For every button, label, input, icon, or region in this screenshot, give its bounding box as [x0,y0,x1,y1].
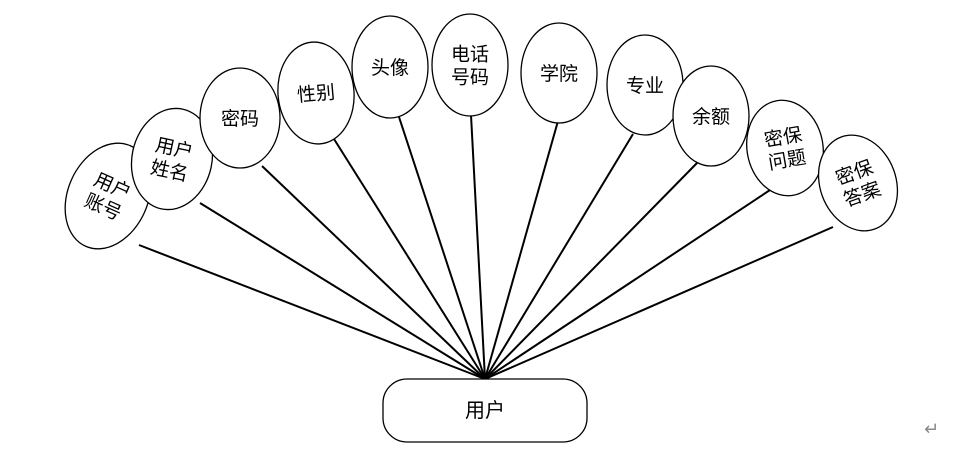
attribute-label-password-line-1: 密码 [221,108,259,130]
attribute-label-gender-line-1: 性别 [296,81,336,106]
attribute-avatar: 头像 [351,15,429,119]
connector-college [484,120,559,380]
attribute-ellipse-security-question [746,99,824,197]
connectors [138,114,834,380]
paragraph-mark-icon: ↵ [924,419,940,440]
connector-avatar [398,116,486,380]
attribute-ellipse-password [199,67,281,169]
entity-box [382,378,588,443]
connector-account [138,244,486,380]
attribute-label-phone-line-2: 号码 [451,67,489,89]
connector-security-question [484,189,771,380]
attribute-ellipse-name [130,107,214,211]
connector-gender [333,138,486,380]
entity-user: 用户 [382,378,588,443]
attribute-ellipse-account [64,142,152,250]
attribute-gender: 性别 [277,41,355,145]
connector-phone [470,114,486,380]
connector-password [261,165,486,380]
attribute-ellipse-gender [277,41,355,145]
attribute-major: 专业 [606,34,684,136]
attribute-college: 学院 [520,22,598,124]
attribute-label-balance-line-1: 余额 [692,106,730,128]
connector-major [484,133,634,380]
attribute-label-avatar-line-1: 头像 [371,57,409,79]
attribute-ellipse-college [520,22,598,124]
attribute-ellipse-avatar [351,15,429,119]
attribute-password: 密码 [199,67,281,169]
attribute-ellipse-security-answer [817,134,899,232]
attributes: 用户账号用户姓名密码性别头像电话号码学院专业余额密保问题密保答案 [64,13,899,250]
attribute-label-college-line-1: 学院 [540,63,578,85]
attribute-balance: 余额 [672,65,750,167]
connector-name [199,202,486,380]
entity-label: 用户 [465,398,505,422]
attribute-label-phone-line-1: 电话 [451,44,489,66]
attribute-ellipse-balance [672,65,750,167]
connector-security-answer [484,226,834,380]
attribute-label-major-line-1: 专业 [626,75,664,97]
attribute-ellipse-phone [431,13,509,117]
connector-balance [484,162,698,380]
